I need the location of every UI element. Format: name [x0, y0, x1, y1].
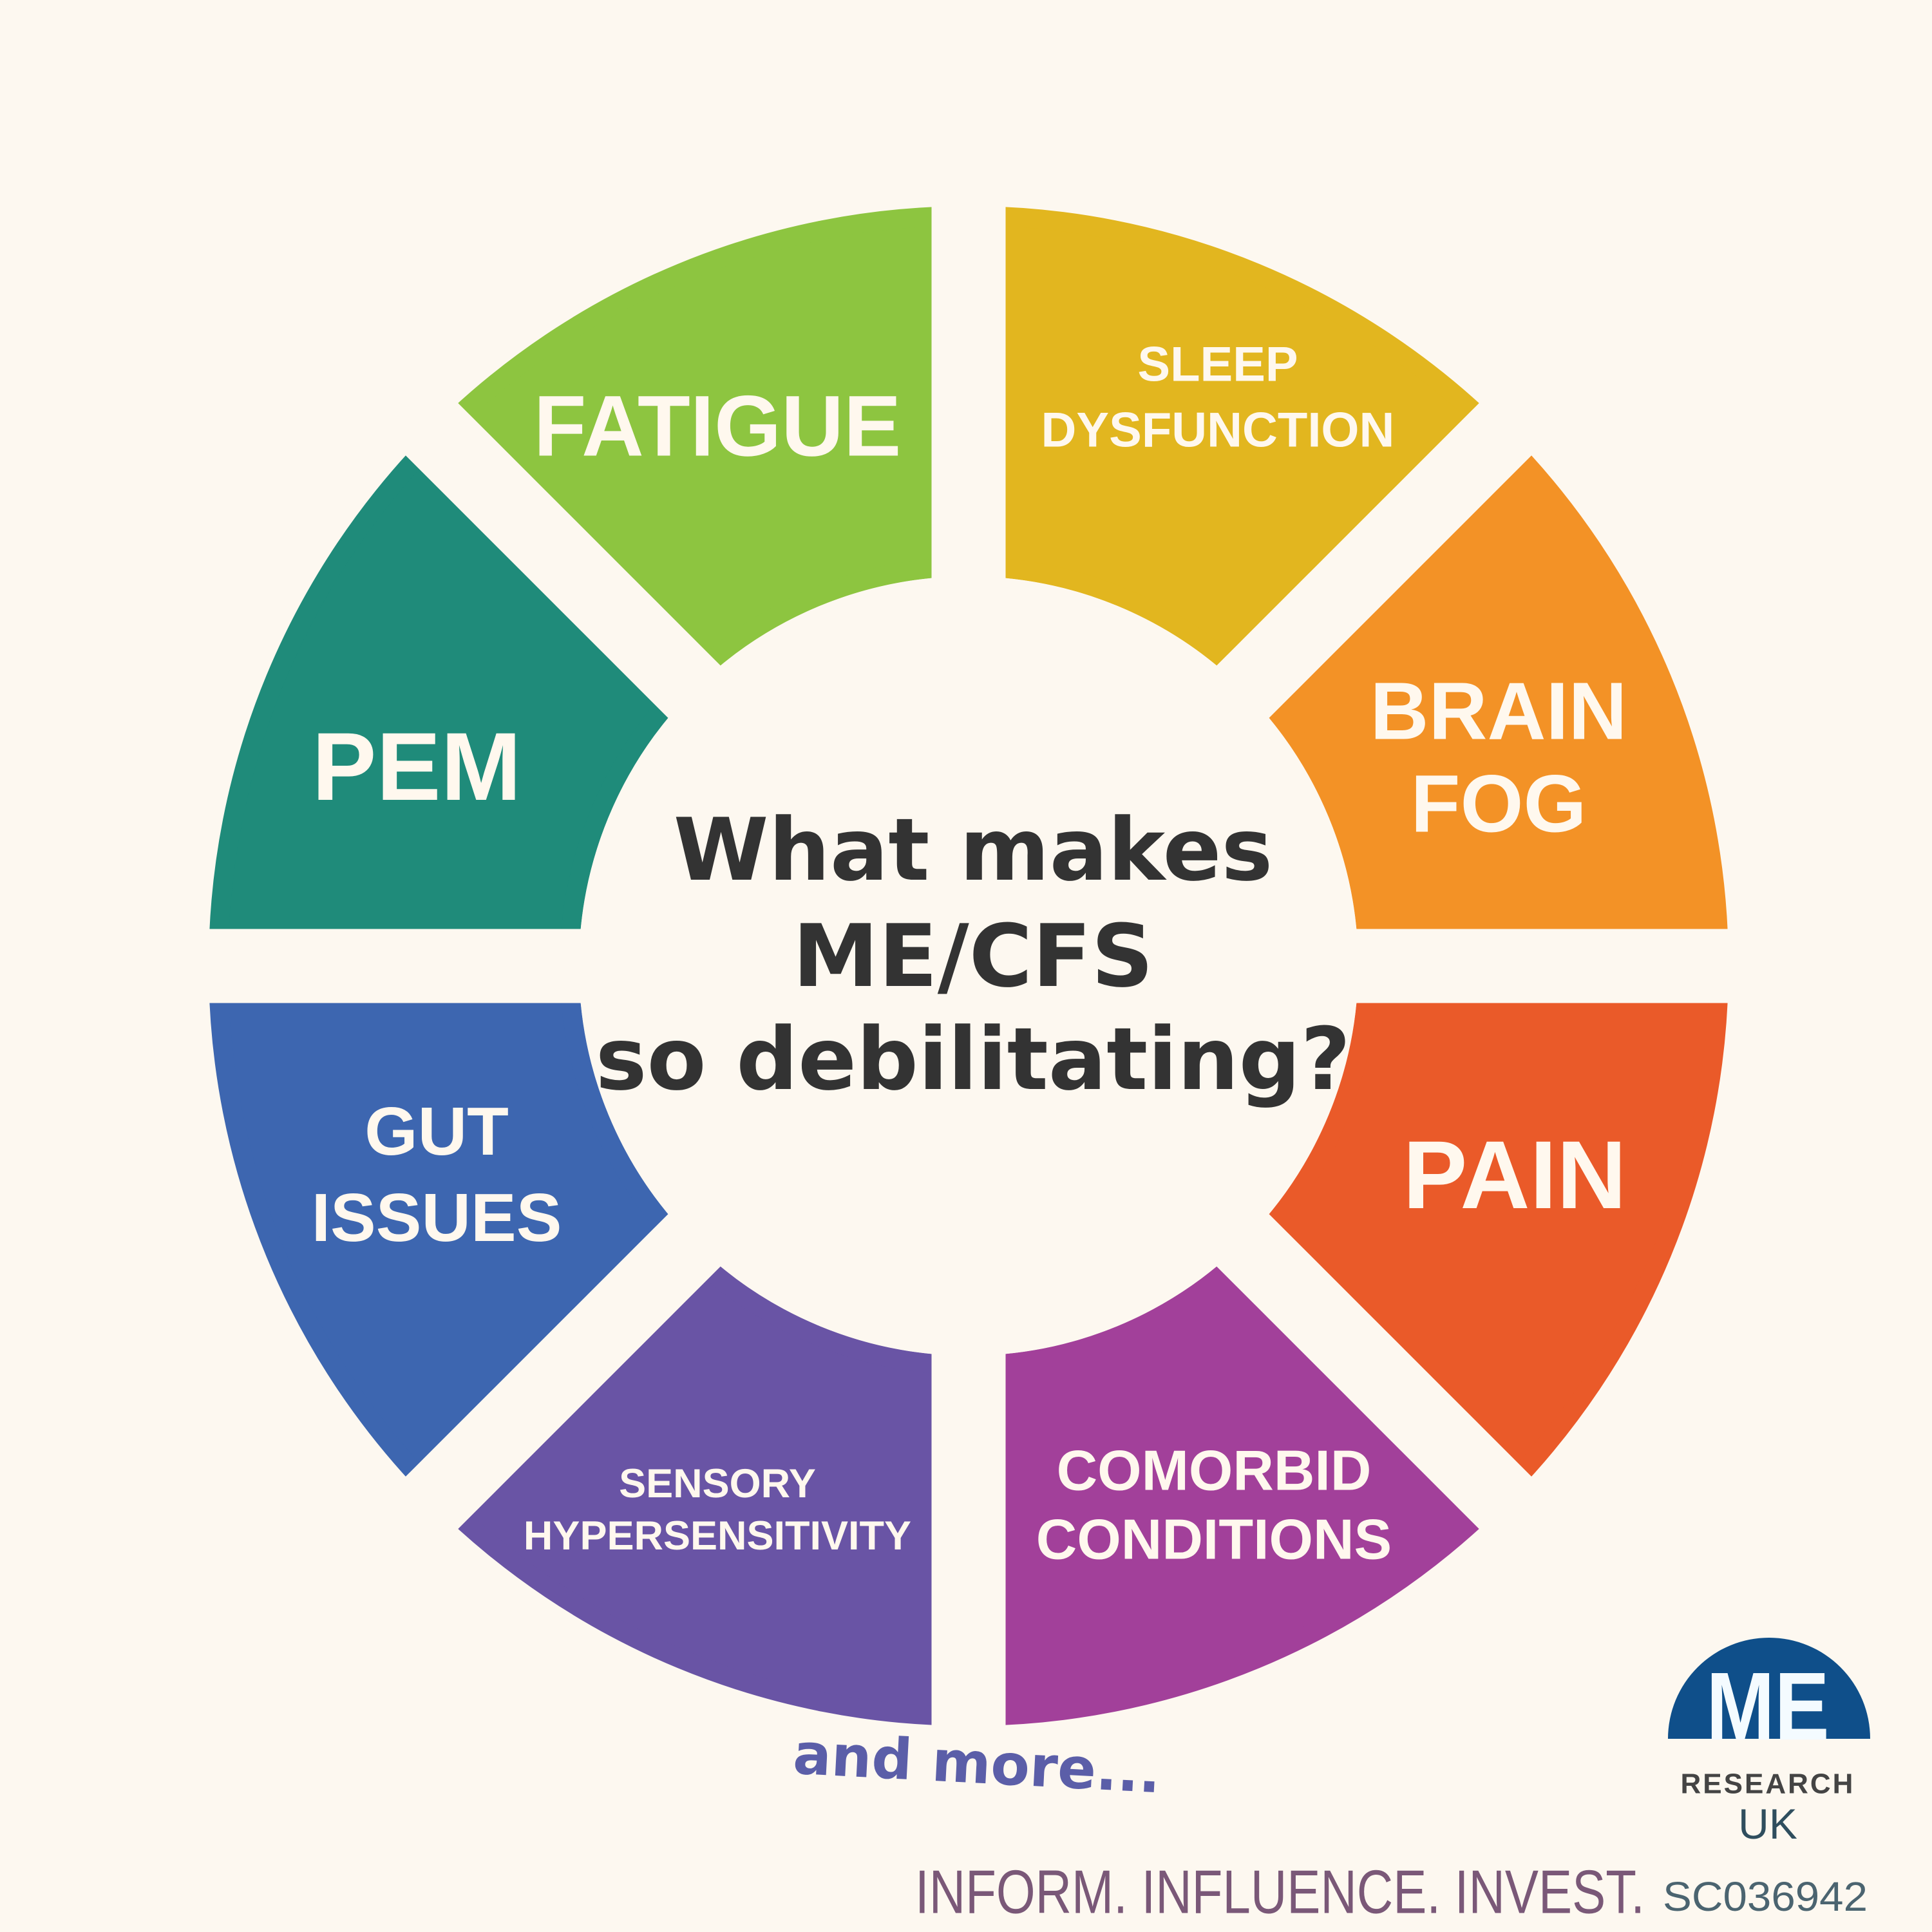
label-pain: PAIN [1403, 1121, 1626, 1229]
label-comorbid-1: COMORBID [1057, 1439, 1372, 1502]
title-line-2: ME/CFS [793, 906, 1153, 1007]
label-sensory-1: SENSORY [619, 1461, 816, 1506]
label-sensory-2: HYPERSENSITIVITY [524, 1513, 911, 1558]
title-line-1: What makes [674, 800, 1273, 900]
label-brain-fog-1: BRAIN [1370, 666, 1627, 757]
tagline: INFORM. INFLUENCE. INVEST. [915, 1858, 1645, 1927]
label-gut-2: ISSUES [312, 1180, 562, 1256]
label-sleep-dysfunction-2: DYSFUNCTION [1041, 403, 1395, 458]
logo-me: ME [1706, 1653, 1829, 1760]
label-comorbid-2: CONDITIONS [1036, 1508, 1392, 1571]
label-pem: PEM [312, 712, 521, 820]
logo-uk: UK [1738, 1800, 1797, 1848]
logo-research: RESEARCH [1681, 1768, 1855, 1800]
wheel-center [579, 576, 1358, 1356]
logo-dome [1668, 1638, 1870, 1739]
label-sleep-dysfunction-1: SLEEP [1137, 337, 1298, 392]
label-gut-1: GUT [365, 1094, 509, 1170]
title-line-3: so debilitating? [596, 1009, 1351, 1110]
charity-number: SC036942 [1663, 1873, 1868, 1920]
me-research-uk-logo: ME RESEARCH UK [1668, 1638, 1870, 1848]
wheel-gaps [131, 129, 1806, 1803]
label-brain-fog-2: FOG [1411, 759, 1587, 849]
label-fatigue: FATIGUE [534, 379, 902, 475]
